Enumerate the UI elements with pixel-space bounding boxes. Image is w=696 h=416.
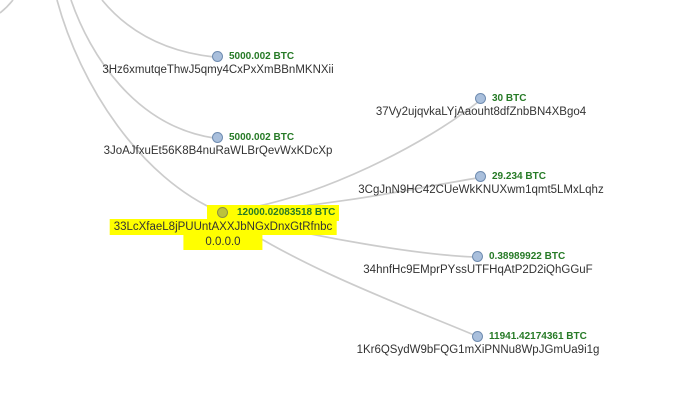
edge-top-to-node2 [70,0,215,139]
node-ip-address: 0.0.0.0 [183,234,263,250]
node-circle-icon[interactable] [472,251,483,262]
node-amount: 5000.002 BTC [229,132,295,143]
node-address: 1Kr6QSydW9bFQG1mXiPNNu8WpJGmUa9i1g [356,344,600,356]
edge-top-to-node1 [101,0,215,58]
node-address: 3CgJnN9HC42CUeWkKNUXwm1qmt5LMxLqhz [358,184,604,196]
node-address: 3JoAJfxuEt56K8B4nuRaWLBrQevWxKDcXp [103,145,333,157]
edge-top-to-central-node [56,0,221,213]
node-address: 3Hz6xmutqeThwJ5qmy4CxPxXmBBnMKNXii [102,64,334,76]
node-amount: 5000.002 BTC [229,51,295,62]
node-circle-icon[interactable] [475,171,486,182]
node-amount: 11941.42174361 BTC [489,331,587,342]
node-address: 33LcXfaeL8jPUUntAXXJbNGxDnxGtRfnbc [109,219,337,235]
node-amount: 0.38989922 BTC [489,251,566,262]
node-address: 37Vy2ujqvkaLYjAaouht8dfZnbBN4XBgo4 [375,106,587,118]
node-circle-icon[interactable] [472,331,483,342]
node-circle-icon[interactable] [212,132,223,143]
node-circle-icon[interactable] [475,93,486,104]
edge-corner-offscreen [0,0,14,14]
node-amount: 29.234 BTC [492,171,546,182]
node-circle-icon[interactable] [217,207,228,218]
node-amount: 30 BTC [492,93,527,104]
node-circle-icon[interactable] [212,51,223,62]
node-amount: 12000.02083518 BTC [207,205,340,221]
node-address: 34hnfHc9EMprPYssUTFHqAtP2D2iQhGGuF [363,264,593,276]
